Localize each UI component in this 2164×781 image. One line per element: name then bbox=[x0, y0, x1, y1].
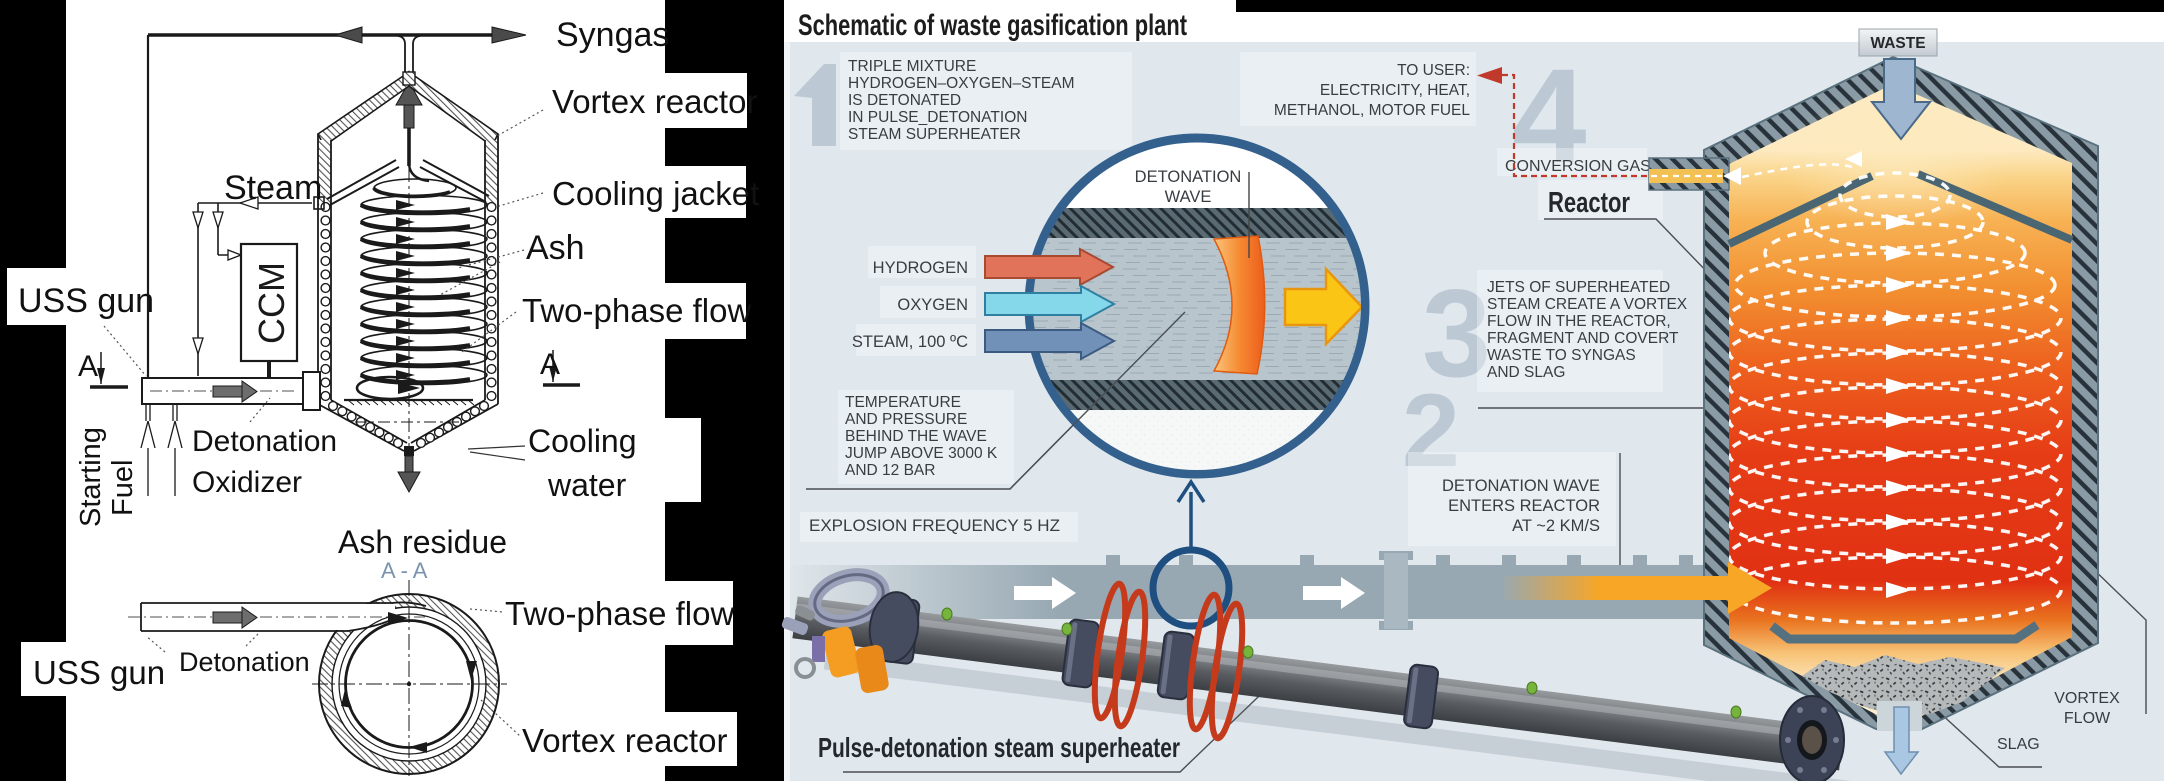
svg-text:USS gun: USS gun bbox=[18, 282, 154, 320]
svg-text:Schematic of waste gasificatio: Schematic of waste gasification plant bbox=[798, 9, 1187, 42]
svg-text:Oxidizer: Oxidizer bbox=[192, 466, 302, 499]
svg-text:DETONATION: DETONATION bbox=[1135, 168, 1242, 186]
svg-text:ENTERS REACTOR: ENTERS REACTOR bbox=[1448, 497, 1600, 515]
svg-text:Reactor: Reactor bbox=[1548, 187, 1630, 219]
svg-text:HYDROGEN: HYDROGEN bbox=[873, 259, 968, 277]
svg-text:WAVE: WAVE bbox=[1165, 188, 1212, 206]
svg-text:4: 4 bbox=[1512, 42, 1587, 191]
svg-text:FLOW IN THE REACTOR,: FLOW IN THE REACTOR, bbox=[1487, 313, 1671, 330]
svg-text:FRAGMENT AND COVERT: FRAGMENT AND COVERT bbox=[1487, 330, 1679, 347]
svg-text:VORTEX: VORTEX bbox=[2054, 690, 2120, 707]
svg-text:Two-phase flow: Two-phase flow bbox=[522, 292, 751, 329]
svg-text:Two-phase flow: Two-phase flow bbox=[505, 595, 734, 632]
svg-text:Vortex reactor: Vortex reactor bbox=[552, 83, 757, 120]
svg-text:Cooling: Cooling bbox=[528, 423, 637, 459]
svg-text:STEAM, 100 ºC: STEAM, 100 ºC bbox=[852, 333, 968, 351]
svg-text:AT ~2 KM/S: AT ~2 KM/S bbox=[1512, 517, 1600, 535]
svg-text:JUMP ABOVE 3000 K: JUMP ABOVE 3000 K bbox=[845, 445, 998, 462]
svg-text:OXYGEN: OXYGEN bbox=[897, 296, 968, 314]
svg-text:WASTE TO SYNGAS: WASTE TO SYNGAS bbox=[1487, 347, 1636, 364]
svg-text:Ash: Ash bbox=[526, 229, 585, 267]
svg-text:TO USER:: TO USER: bbox=[1397, 62, 1470, 79]
svg-text:EXPLOSION FREQUENCY 5 HZ: EXPLOSION FREQUENCY 5 HZ bbox=[809, 516, 1060, 535]
svg-text:A - A: A - A bbox=[381, 558, 428, 583]
svg-text:Detonation: Detonation bbox=[192, 425, 337, 458]
svg-text:3: 3 bbox=[1422, 265, 1491, 403]
svg-text:IS DETONATED: IS DETONATED bbox=[848, 92, 961, 109]
svg-text:A: A bbox=[540, 348, 560, 381]
svg-text:Steam: Steam bbox=[224, 169, 322, 207]
svg-text:2: 2 bbox=[1402, 373, 1460, 489]
svg-text:METHANOL, MOTOR FUEL: METHANOL, MOTOR FUEL bbox=[1274, 102, 1470, 119]
svg-text:AND SLAG: AND SLAG bbox=[1487, 364, 1565, 381]
svg-text:Starting: Starting bbox=[75, 427, 107, 527]
svg-text:USS gun: USS gun bbox=[33, 654, 165, 691]
svg-text:STEAM SUPERHEATER: STEAM SUPERHEATER bbox=[848, 126, 1021, 143]
svg-text:CONVERSION GAS: CONVERSION GAS bbox=[1505, 158, 1651, 175]
svg-text:HYDROGEN–OXYGEN–STEAM: HYDROGEN–OXYGEN–STEAM bbox=[848, 75, 1075, 92]
svg-text:JETS OF SUPERHEATED: JETS OF SUPERHEATED bbox=[1487, 279, 1670, 296]
svg-text:TRIPLE MIXTURE: TRIPLE MIXTURE bbox=[848, 58, 976, 75]
svg-text:Ash residue: Ash residue bbox=[338, 524, 507, 560]
svg-text:Cooling jacket: Cooling jacket bbox=[552, 175, 759, 212]
svg-text:Vortex reactor: Vortex reactor bbox=[522, 722, 727, 759]
svg-text:Syngas: Syngas bbox=[556, 16, 669, 54]
svg-text:AND PRESSURE: AND PRESSURE bbox=[845, 411, 967, 428]
svg-text:WASTE: WASTE bbox=[1870, 35, 1925, 52]
svg-text:TEMPERATURE: TEMPERATURE bbox=[845, 394, 961, 411]
svg-text:water: water bbox=[547, 467, 627, 503]
svg-text:Pulse-detonation steam superhe: Pulse-detonation steam superheater bbox=[818, 732, 1180, 763]
svg-text:AND 12 BAR: AND 12 BAR bbox=[845, 462, 935, 479]
svg-text:Fuel: Fuel bbox=[107, 460, 139, 516]
svg-text:DETONATION WAVE: DETONATION WAVE bbox=[1442, 477, 1600, 495]
svg-text:FLOW: FLOW bbox=[2064, 710, 2111, 727]
svg-text:Detonation: Detonation bbox=[179, 647, 310, 677]
svg-text:IN PULSE_DETONATION: IN PULSE_DETONATION bbox=[848, 109, 1027, 126]
svg-text:SLAG: SLAG bbox=[1997, 736, 2040, 753]
svg-text:CCM: CCM bbox=[251, 262, 292, 344]
svg-text:A: A bbox=[78, 350, 98, 383]
svg-text:ELECTRICITY, HEAT,: ELECTRICITY, HEAT, bbox=[1320, 82, 1470, 99]
svg-text:BEHIND THE WAVE: BEHIND THE WAVE bbox=[845, 428, 987, 445]
svg-text:STEAM CREATE A VORTEX: STEAM CREATE A VORTEX bbox=[1487, 296, 1688, 313]
